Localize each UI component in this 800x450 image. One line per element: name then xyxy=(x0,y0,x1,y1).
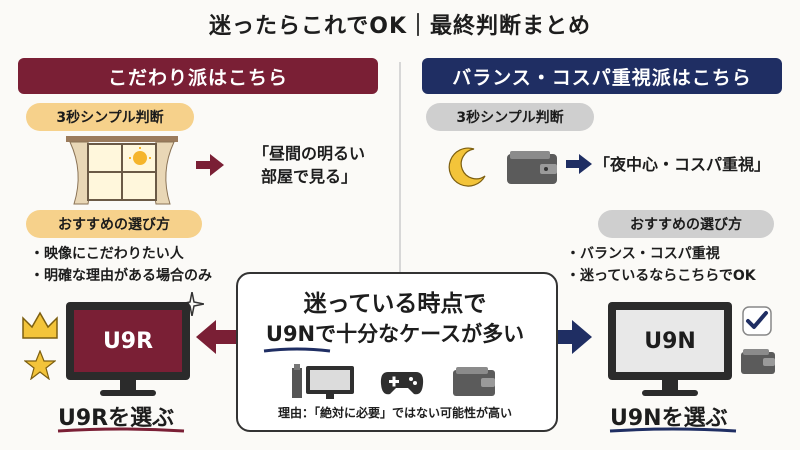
left-banner: こだわり派はこちら xyxy=(18,58,378,94)
right-tv-icon xyxy=(608,302,732,396)
wallet-small-icon xyxy=(741,349,775,374)
center-underline xyxy=(263,347,331,353)
center-headline: 迷っている時点で xyxy=(303,291,487,317)
center-conclusion-box xyxy=(236,272,558,432)
right-quick-judge-label: 3秒シンプル判断 xyxy=(426,103,594,131)
arrow-right-icon-3 xyxy=(548,320,592,354)
right-bullet-1: ・バランス・コスパ重視 xyxy=(566,246,720,262)
center-subheadline: U9Nで十分なケースが多い xyxy=(265,322,525,346)
tv-icon xyxy=(292,364,354,399)
right-recommend-label: おすすめの選び方 xyxy=(598,210,774,238)
wallet-icon xyxy=(507,151,557,184)
game-controller-icon xyxy=(380,372,424,395)
checkmark-icon xyxy=(742,306,772,336)
center-divider xyxy=(399,62,401,282)
right-tv-label: U9N xyxy=(644,328,696,354)
left-bullet-1: ・映像にこだわりたい人 xyxy=(30,246,184,262)
left-tv-icon xyxy=(66,302,190,396)
right-choose-text: U9Nを選ぶ xyxy=(610,406,728,431)
center-reason: 理由：「絶対に必要」ではない可能性が高い xyxy=(277,406,512,420)
arrow-right-icon-2 xyxy=(566,154,592,174)
left-recommend-label: おすすめの選び方 xyxy=(26,210,202,238)
left-bullet-2: ・明確な理由がある場合のみ xyxy=(30,268,212,284)
wallet-center-icon xyxy=(453,367,495,396)
right-banner: バランス・コスパ重視派はこちら xyxy=(422,58,782,94)
moon-icon xyxy=(448,147,486,187)
window-sun-icon xyxy=(66,136,178,205)
left-quote-line1: 「昼間の明るい xyxy=(252,144,365,163)
star-icon xyxy=(24,350,56,380)
left-underline xyxy=(57,427,185,433)
page-title: 迷ったらこれでOK｜最終判断まとめ xyxy=(208,14,592,39)
left-quick-judge-label: 3秒シンプル判断 xyxy=(26,103,194,131)
arrow-right-icon xyxy=(196,154,224,176)
left-choose-text: U9Rを選ぶ xyxy=(58,406,175,431)
arrow-left-icon xyxy=(196,320,240,354)
right-quote: 「夜中心・コスパ重視」 xyxy=(594,155,771,174)
right-underline xyxy=(609,427,737,433)
right-bullet-2: ・迷っているならこちらでOK xyxy=(566,268,756,284)
left-quote-line2: 部屋で見る」 xyxy=(260,167,357,186)
left-tv-label: U9R xyxy=(102,328,154,354)
crown-icon xyxy=(22,311,58,339)
